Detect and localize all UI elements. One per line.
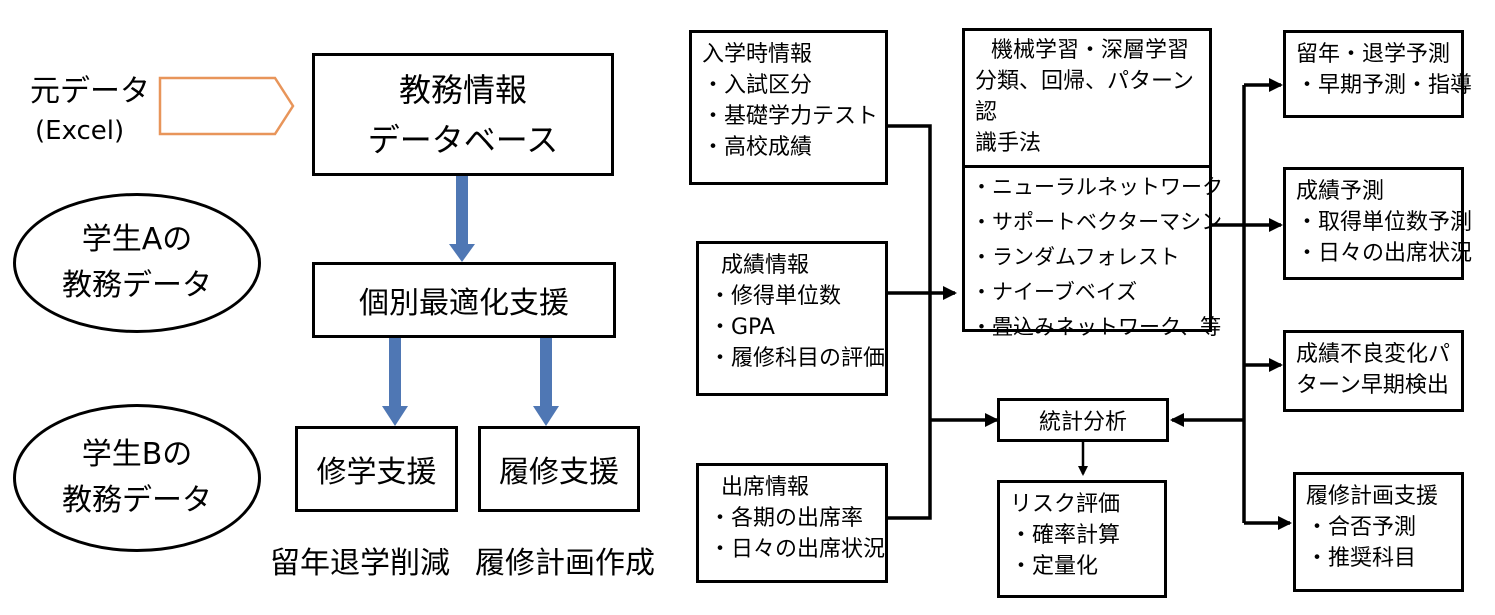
student-a-ellipse: 学生Aの 教務データ — [13, 193, 261, 333]
student-a-line2: 教務データ — [62, 268, 212, 303]
ml-title-line: 機械学習・深層学習 — [991, 38, 1190, 63]
attendance-title: 出席情報 — [721, 475, 810, 500]
db-line1: 教務情報 — [398, 70, 527, 109]
stats-box: 統計分析 — [997, 398, 1169, 442]
student-b-ellipse: 学生Bの 教務データ — [13, 404, 261, 552]
ml-box: 機械学習・深層学習 分類、回帰、パターン認 識手法 ・ニューラルネットワーク ・… — [962, 28, 1223, 339]
risk-title: リスク評価 — [1010, 492, 1121, 517]
caption-study: 留年退学削減 — [270, 546, 450, 581]
dropout-line: 留年・退学予測 — [1296, 42, 1451, 67]
ml-title-line: 分類、回帰、パターン認 — [975, 69, 1194, 125]
study-support-box: 修学支援 — [295, 426, 458, 512]
grade-pred-line: ・取得単位数予測 — [1296, 210, 1473, 235]
ml-method: ・ナイーブベイズ — [971, 280, 1138, 304]
student-a-line1: 学生Aの — [81, 222, 193, 257]
grades-item: ・修得単位数 — [709, 284, 842, 309]
caption-course: 履修計画作成 — [475, 546, 655, 581]
grade-pred-box: 成績予測 ・取得単位数予測 ・日々の出席状況 — [1283, 167, 1473, 280]
ml-title-line: 識手法 — [975, 131, 1042, 156]
decline-box: 成績不良変化パ ターン早期検出 — [1283, 330, 1464, 412]
admission-item: ・入試区分 — [702, 73, 813, 98]
grade-pred-line: ・日々の出席状況 — [1296, 241, 1473, 266]
grade-pred-line: 成績予測 — [1296, 179, 1385, 204]
dropout-box: 留年・退学予測 ・早期予測・指導 — [1283, 30, 1473, 118]
grades-item: ・GPA — [709, 315, 775, 340]
ml-method: ・サポートベクターマシン — [971, 210, 1223, 234]
decline-line: ターン早期検出 — [1296, 373, 1449, 398]
risk-item: ・定量化 — [1010, 554, 1099, 579]
attendance-box: 出席情報 ・各期の出席率 ・日々の出席状況 — [696, 463, 888, 583]
ml-method: ・畳込みネットワーク、等 — [971, 315, 1222, 339]
source-label: 元データ — [30, 74, 150, 109]
course-plan-line: ・合否予測 — [1306, 515, 1417, 540]
grades-box: 成績情報 ・修得単位数 ・GPA ・履修科目の評価 — [696, 241, 888, 396]
ml-header: 機械学習・深層学習 分類、回帰、パターン認 識手法 — [965, 31, 1209, 168]
attendance-item: ・日々の出席状況 — [709, 537, 886, 562]
ml-method: ・ニューラルネットワーク — [971, 175, 1223, 199]
student-b-line2: 教務データ — [62, 483, 212, 518]
course-plan-line: 履修計画支援 — [1306, 484, 1439, 509]
support-box: 個別最適化支援 — [312, 262, 616, 338]
admission-title: 入学時情報 — [702, 42, 813, 67]
dropout-line: ・早期予測・指導 — [1296, 73, 1473, 98]
db-line2: データベース — [367, 120, 559, 159]
source-sub: (Excel) — [35, 116, 125, 146]
grades-item: ・履修科目の評価 — [709, 346, 886, 371]
course-plan-line: ・推奨科目 — [1306, 546, 1417, 571]
admission-box: 入学時情報 ・入試区分 ・基礎学力テスト ・高校成績 — [689, 30, 888, 185]
course-support-box: 履修支援 — [478, 426, 640, 512]
risk-box: リスク評価 ・確率計算 ・定量化 — [997, 480, 1167, 598]
source-arrow — [158, 76, 295, 136]
db-box: 教務情報 データベース — [312, 53, 614, 176]
admission-item: ・基礎学力テスト — [702, 104, 879, 129]
student-b-line1: 学生Bの — [81, 437, 193, 472]
attendance-item: ・各期の出席率 — [709, 506, 864, 531]
grades-title: 成績情報 — [721, 253, 810, 278]
risk-item: ・確率計算 — [1010, 523, 1121, 548]
course-plan-box: 履修計画支援 ・合否予測 ・推奨科目 — [1293, 472, 1464, 592]
ml-method: ・ランダムフォレスト — [971, 245, 1180, 269]
admission-item: ・高校成績 — [702, 135, 813, 160]
decline-line: 成績不良変化パ — [1296, 342, 1451, 367]
ml-methods: ・ニューラルネットワーク ・サポートベクターマシン ・ランダムフォレスト ・ナイ… — [965, 168, 1223, 345]
